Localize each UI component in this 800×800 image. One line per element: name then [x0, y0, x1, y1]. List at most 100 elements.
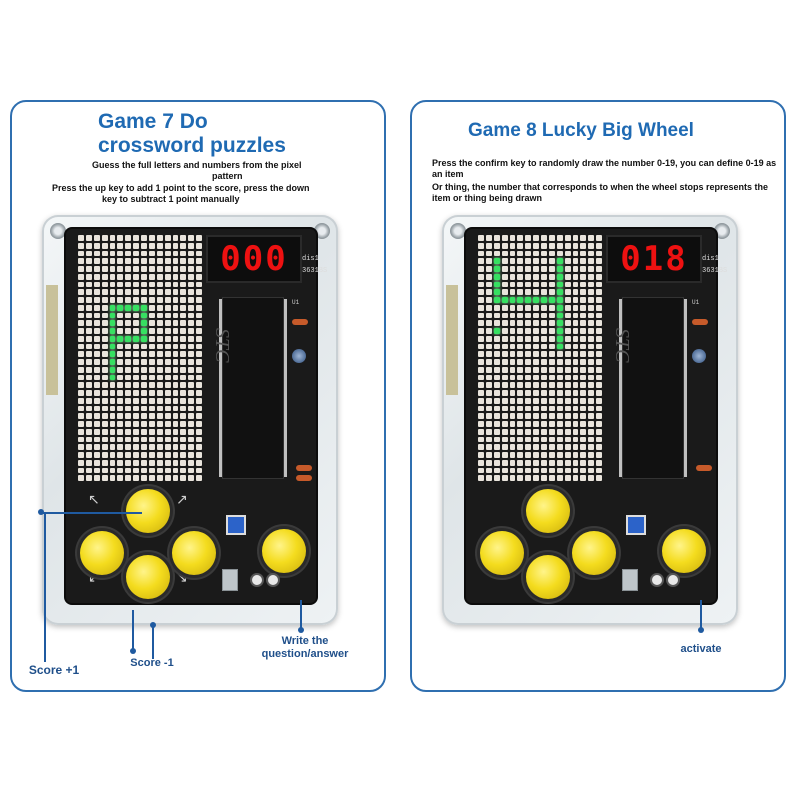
led-pixel	[141, 242, 147, 249]
left-button[interactable]	[480, 531, 524, 575]
led-pixel	[156, 304, 163, 311]
led-pixel	[148, 405, 155, 412]
led-pixel	[556, 444, 563, 450]
led-pixel	[172, 351, 179, 357]
led-pixel	[525, 273, 532, 280]
led-pixel	[117, 444, 124, 450]
led-pixel	[78, 335, 84, 342]
led-pixel	[117, 397, 124, 404]
led-pixel	[164, 320, 171, 326]
led-pixel	[133, 397, 139, 404]
left-button[interactable]	[80, 531, 124, 575]
led-pixel	[485, 444, 492, 450]
led-pixel	[109, 328, 116, 334]
led-pixel	[509, 359, 516, 365]
led-pixel	[180, 475, 187, 481]
led-pixel	[148, 366, 155, 373]
led-pixel	[564, 475, 571, 481]
led-pixel	[588, 289, 595, 295]
led-pixel	[109, 390, 116, 396]
led-pixel	[525, 467, 532, 474]
led-pixel	[101, 289, 108, 295]
led-pixel	[93, 428, 100, 435]
led-pixel	[525, 335, 532, 342]
led-pixel	[556, 374, 563, 381]
right-button[interactable]	[172, 531, 216, 575]
led-pixel	[525, 304, 532, 311]
led-pixel	[485, 413, 492, 419]
led-pixel	[156, 475, 163, 481]
led-pixel	[101, 335, 108, 342]
led-pixel	[533, 281, 539, 288]
led-pixel	[85, 459, 92, 466]
callout-line	[152, 625, 154, 659]
led-pixel	[156, 266, 163, 272]
led-pixel	[572, 452, 579, 458]
led-pixel	[572, 281, 579, 288]
led-pixel	[78, 467, 84, 474]
led-pixel	[196, 413, 202, 419]
led-pixel	[509, 382, 516, 388]
usb-port	[222, 569, 238, 591]
led-pixel	[478, 273, 484, 280]
led-pixel	[180, 413, 187, 419]
led-pixel	[485, 436, 492, 443]
led-pixel	[85, 436, 92, 443]
led-pixel	[101, 266, 108, 272]
potentiometer[interactable]	[626, 515, 646, 535]
led-pixel	[596, 258, 602, 264]
led-pixel	[533, 359, 539, 365]
led-pixel	[93, 452, 100, 458]
led-pixel	[117, 335, 124, 342]
led-pixel	[596, 304, 602, 311]
led-pixel	[117, 428, 124, 435]
led-pixel	[125, 320, 132, 326]
led-pixel	[478, 235, 484, 241]
led-pixel	[493, 328, 500, 334]
led-pixel	[164, 289, 171, 295]
led-pixel	[164, 467, 171, 474]
led-pixel	[188, 235, 195, 241]
led-pixel	[564, 273, 571, 280]
right-button[interactable]	[572, 531, 616, 575]
led-pixel	[164, 258, 171, 264]
confirm-button[interactable]	[262, 529, 306, 573]
led-pixel	[517, 444, 524, 450]
led-pixel	[564, 428, 571, 435]
led-pixel	[533, 273, 539, 280]
potentiometer[interactable]	[226, 515, 246, 535]
led-pixel	[501, 304, 508, 311]
led-pixel	[493, 366, 500, 373]
led-pixel	[141, 359, 147, 365]
up-button[interactable]	[526, 489, 570, 533]
down-button[interactable]	[126, 555, 170, 599]
led-pixel	[501, 366, 508, 373]
led-pixel	[196, 397, 202, 404]
led-pixel	[548, 467, 555, 474]
confirm-button[interactable]	[662, 529, 706, 573]
led-pixel	[133, 436, 139, 443]
led-pixel	[117, 421, 124, 427]
led-pixel	[188, 413, 195, 419]
led-pixel	[85, 359, 92, 365]
led-pixel	[156, 467, 163, 474]
led-pixel	[101, 421, 108, 427]
led-pixel	[101, 320, 108, 326]
up-button[interactable]	[126, 489, 170, 533]
led-pixel	[525, 281, 532, 288]
led-pixel	[133, 266, 139, 272]
led-pixel	[478, 266, 484, 272]
led-pixel	[109, 382, 116, 388]
down-button[interactable]	[526, 555, 570, 599]
led-pixel	[548, 428, 555, 435]
led-pixel	[548, 258, 555, 264]
led-pixel	[556, 297, 563, 303]
led-pixel	[509, 413, 516, 419]
led-pixel	[180, 304, 187, 311]
led-pixel	[580, 436, 587, 443]
led-pixel	[188, 475, 195, 481]
led-pixel	[101, 428, 108, 435]
led-pixel	[588, 475, 595, 481]
led-pixel	[485, 273, 492, 280]
led-pixel	[525, 343, 532, 350]
